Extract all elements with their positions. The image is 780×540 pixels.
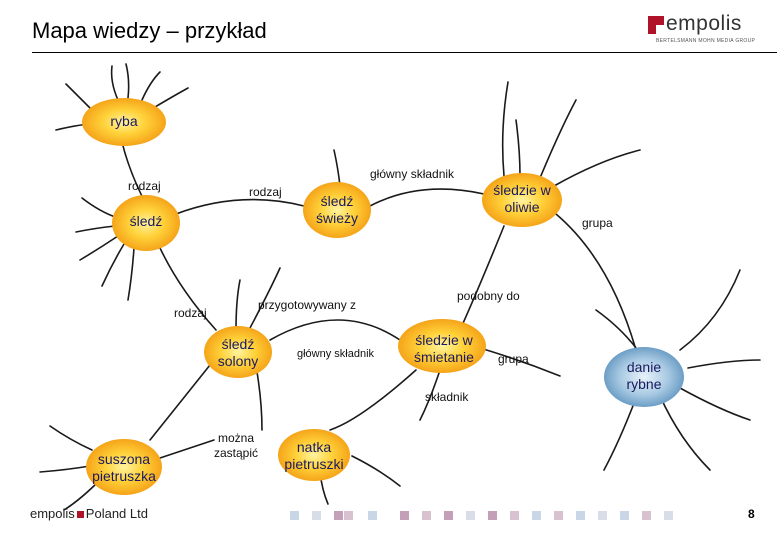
edge-label-grupa-smietanie: grupa	[498, 352, 529, 366]
node-label-sledz: śledź	[129, 213, 163, 229]
edge-label-podobny-do: podobny do	[457, 289, 520, 303]
edge-label-skladnik: składnik	[425, 390, 469, 404]
indicator-square	[664, 511, 673, 520]
logo-mark-cutout	[656, 25, 664, 34]
edge-label-rodzaj-sledz-solony: rodzaj	[174, 306, 207, 320]
edge-label-mozna-zastapic: można zastąpić	[213, 431, 259, 460]
logo-word: empolis	[666, 12, 742, 35]
footer-brand: empolis Poland Ltd	[30, 506, 148, 521]
page-number: 8	[748, 507, 755, 521]
indicator-square	[290, 511, 299, 520]
indicator-square	[444, 511, 453, 520]
indicator-square	[576, 511, 585, 520]
title-divider	[32, 52, 777, 53]
node-label-sledzie-w-oliwie: śledzie w oliwie	[493, 182, 551, 215]
indicator-square	[620, 511, 629, 520]
node-sledzie-w-oliwie	[482, 173, 562, 227]
node-label-sledzie-w-smietanie: śledzie w śmietanie	[414, 332, 474, 365]
node-danie-rybne	[604, 347, 684, 407]
node-label-suszona-pietruszka: suszona pietruszka	[92, 451, 156, 484]
indicator-square	[400, 511, 409, 520]
node-sledz	[112, 195, 180, 251]
indicator-square	[344, 511, 353, 520]
indicator-square	[554, 511, 563, 520]
indicator-square	[642, 511, 651, 520]
indicator-square	[532, 511, 541, 520]
node-sledz-solony	[204, 326, 272, 378]
footer-brand-suffix: Poland Ltd	[85, 506, 148, 521]
indicator-square	[488, 511, 497, 520]
indicator-square	[368, 511, 377, 520]
node-ryba	[82, 98, 166, 146]
page-title: Mapa wiedzy – przykład	[32, 18, 267, 43]
indicator-square	[598, 511, 607, 520]
logo-subtitle: BERTELSMANN MOHN MEDIA GROUP	[656, 38, 756, 44]
node-sledz-swiezy	[303, 182, 371, 238]
node-label-ryba: ryba	[110, 113, 138, 129]
indicator-square	[312, 511, 321, 520]
edge-label-rodzaj-ryba-sledz: rodzaj	[128, 179, 161, 193]
edge-label-glowny-skladnik-oliwie: główny składnik	[370, 167, 455, 181]
node-suszona-pietruszka	[86, 439, 162, 495]
footer-brand-square-icon	[76, 510, 84, 518]
indicator-square	[422, 511, 431, 520]
indicator-square	[334, 511, 343, 520]
concept-nodes	[82, 98, 684, 495]
node-label-sledz-solony: śledź solony	[217, 336, 259, 369]
edge-label-glowny-skladnik-smietanie: główny składnik	[297, 348, 375, 360]
node-natka-pietruszki	[278, 429, 350, 481]
edge-label-przygotowywany-z: przygotowywany z	[258, 298, 357, 312]
edge-label-grupa-oliwie: grupa	[582, 216, 613, 230]
indicator-square	[510, 511, 519, 520]
footer-brand-word: empolis	[30, 506, 75, 521]
indicator-square	[466, 511, 475, 520]
node-label-sledz-swiezy: śledź świeży	[315, 193, 358, 226]
node-label-danie-rybne: danie rybne	[626, 359, 662, 392]
edge-label-rodzaj-sledz-swiezy: rodzaj	[249, 185, 282, 199]
node-label-natka-pietruszki: natka pietruszki	[284, 439, 344, 472]
node-sledzie-w-smietanie	[398, 319, 486, 373]
